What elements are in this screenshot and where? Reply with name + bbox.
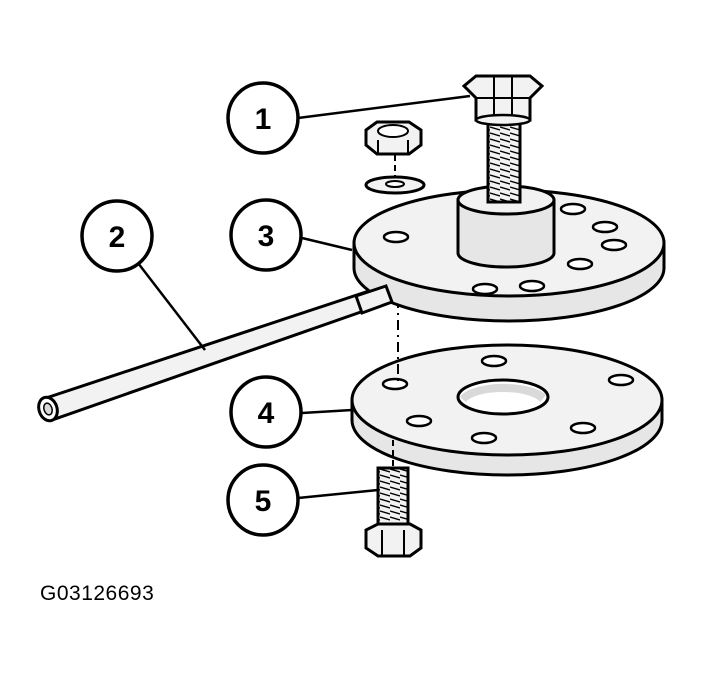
lower-plate (350, 343, 664, 477)
callout-1: 1 (226, 81, 300, 155)
callout-2: 2 (80, 199, 154, 273)
leader-3 (301, 236, 353, 252)
leader-1 (297, 94, 471, 120)
callout-5-label: 5 (255, 485, 272, 518)
nut-and-washer (364, 120, 426, 195)
callout-4: 4 (229, 375, 303, 449)
leader-5 (297, 488, 379, 500)
callout-5: 5 (226, 463, 300, 537)
leader-lines (137, 94, 471, 500)
callout-2-label: 2 (109, 221, 126, 254)
callout-1-label: 1 (255, 103, 272, 136)
callout-3-label: 3 (258, 220, 275, 253)
lower-bolt (364, 440, 423, 558)
leader-2 (137, 262, 206, 351)
callout-3: 3 (229, 198, 303, 272)
main-bolt (461, 74, 545, 204)
rod (37, 288, 380, 423)
figure-code: G03126693 (40, 582, 155, 605)
leader-4 (301, 408, 353, 415)
callout-4-label: 4 (258, 397, 275, 430)
